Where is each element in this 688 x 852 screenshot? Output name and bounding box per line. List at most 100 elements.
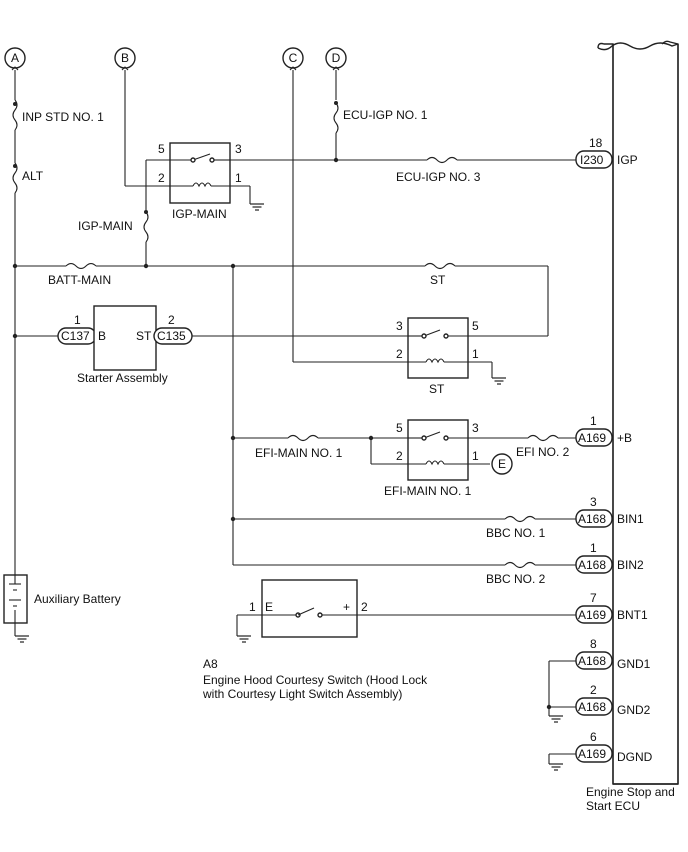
svg-text:A: A — [11, 51, 19, 65]
svg-text:GND2: GND2 — [617, 703, 651, 717]
wire-bin2 — [233, 561, 576, 569]
svg-text:I230: I230 — [580, 153, 604, 167]
svg-text:BNT1: BNT1 — [617, 608, 648, 622]
starter-conn-right: C135 — [157, 329, 186, 343]
svg-text:8: 8 — [590, 637, 597, 651]
hood-switch-pin-left: 1 — [249, 600, 256, 614]
fuse-efi-no2-label: EFI NO. 2 — [516, 445, 570, 459]
wire-plus-b — [468, 434, 576, 442]
fuse-bbc-no1-label: BBC NO. 1 — [486, 526, 546, 540]
hood-switch-name-line1: Engine Hood Courtesy Switch (Hood Lock — [203, 673, 428, 687]
ecu-terminal-igp: 18 I230 IGP — [575, 136, 638, 169]
svg-text:C: C — [289, 51, 298, 65]
wire-d — [333, 70, 339, 160]
svg-text:18: 18 — [589, 136, 603, 150]
st-relay-pin1: 1 — [472, 347, 479, 361]
fuse-batt-main-label: BATT-MAIN — [48, 273, 111, 287]
ecu-body — [597, 40, 679, 785]
wire-batt-main — [12, 262, 549, 565]
connector-b: B — [114, 47, 136, 71]
wire-c — [292, 70, 408, 363]
st-relay-pin3: 3 — [396, 319, 403, 333]
hood-switch-term-right: + — [343, 600, 350, 614]
fuse-ecu-igp-no3-label: ECU-IGP NO. 3 — [396, 170, 481, 184]
svg-text:2: 2 — [590, 683, 597, 697]
igp-relay-ground — [230, 185, 265, 211]
ecu-terminal-plus-b: 1 A169 +B — [575, 414, 632, 447]
ecu-terminal-bin2: 1 A168 BIN2 — [575, 541, 644, 574]
efi-relay-pin2: 2 — [396, 449, 403, 463]
ecu-terminal-gnd1: 8 A168 GND1 — [575, 637, 651, 671]
starter-pin-right: 2 — [168, 313, 175, 327]
st-relay-pin2: 2 — [396, 347, 403, 361]
fuse-igp-main-label: IGP-MAIN — [78, 219, 133, 233]
hood-switch-code: A8 — [203, 657, 218, 671]
wire-grounds — [546, 660, 576, 771]
svg-text:A169: A169 — [578, 431, 606, 445]
wire-efi — [230, 434, 408, 465]
connector-d: D — [325, 47, 347, 71]
connector-e: E — [498, 457, 506, 471]
relay-st — [192, 317, 548, 385]
starter-name: Starter Assembly — [77, 371, 168, 385]
starter-term-right: ST — [136, 329, 152, 343]
battery-label: Auxiliary Battery — [34, 592, 121, 606]
svg-text:BIN2: BIN2 — [617, 558, 644, 572]
efi-relay-pin1: 1 — [472, 449, 479, 463]
igp-relay-name: IGP-MAIN — [172, 207, 227, 221]
st-relay-name: ST — [429, 382, 445, 396]
svg-text:3: 3 — [590, 495, 597, 509]
efi-relay-pin5: 5 — [396, 421, 403, 435]
svg-text:A168: A168 — [578, 654, 606, 668]
connector-c: C — [282, 47, 304, 71]
svg-text:A169: A169 — [578, 747, 606, 761]
auxiliary-battery — [3, 574, 30, 643]
svg-text:D: D — [332, 51, 341, 65]
wire-a-trunk — [12, 70, 18, 575]
hood-switch-name-line2: with Courtesy Light Switch Assembly) — [202, 687, 402, 701]
svg-text:B: B — [121, 51, 129, 65]
hood-switch-term-left: E — [265, 600, 273, 614]
svg-text:BIN1: BIN1 — [617, 512, 644, 526]
ecu-terminal-bnt1: 7 A169 BNT1 — [575, 591, 648, 624]
efi-relay-name: EFI-MAIN NO. 1 — [384, 484, 472, 498]
svg-text:A168: A168 — [578, 700, 606, 714]
svg-text:DGND: DGND — [617, 750, 653, 764]
hood-courtesy-switch — [236, 579, 576, 643]
svg-text:GND1: GND1 — [617, 657, 651, 671]
ecu-terminal-dgnd: 6 A169 DGND — [575, 730, 653, 764]
wire-bin1 — [230, 515, 576, 523]
efi-relay-pin3: 3 — [472, 421, 479, 435]
svg-text:1: 1 — [590, 414, 597, 428]
ecu-terminal-bin1: 3 A168 BIN1 — [575, 495, 644, 528]
fuse-inp-std-no1-label: INP STD NO. 1 — [22, 110, 104, 124]
relay-igp-main — [169, 142, 231, 204]
connector-a: A — [4, 47, 26, 71]
fuse-bbc-no2-label: BBC NO. 2 — [486, 572, 546, 586]
fuse-ecu-igp-no1-label: ECU-IGP NO. 1 — [343, 108, 428, 122]
ecu-terminal-gnd2: 2 A168 GND2 — [575, 683, 651, 717]
wire-b — [124, 70, 170, 187]
fuse-efi-main-no1-label: EFI-MAIN NO. 1 — [255, 446, 343, 460]
ecu-name-line1: Engine Stop and — [586, 785, 675, 799]
svg-text:A168: A168 — [578, 512, 606, 526]
svg-text:A168: A168 — [578, 558, 606, 572]
svg-text:IGP: IGP — [617, 153, 638, 167]
ecu-name-line2: Start ECU — [586, 799, 640, 813]
igp-relay-pin3: 3 — [235, 142, 242, 156]
svg-text:1: 1 — [590, 541, 597, 555]
fuse-alt-label: ALT — [22, 169, 44, 183]
relay-efi-main-no1 — [407, 419, 513, 481]
igp-relay-pin2: 2 — [158, 171, 165, 185]
igp-relay-pin1: 1 — [235, 171, 242, 185]
hood-switch-pin-right: 2 — [361, 600, 368, 614]
starter-assembly — [12, 305, 293, 371]
svg-text:7: 7 — [590, 591, 597, 605]
svg-text:A169: A169 — [578, 608, 606, 622]
fuse-igp-main — [143, 159, 170, 266]
fuse-st-label: ST — [430, 273, 446, 287]
starter-conn-left: C137 — [61, 329, 90, 343]
svg-text:+B: +B — [617, 431, 632, 445]
starter-term-left: B — [98, 329, 106, 343]
